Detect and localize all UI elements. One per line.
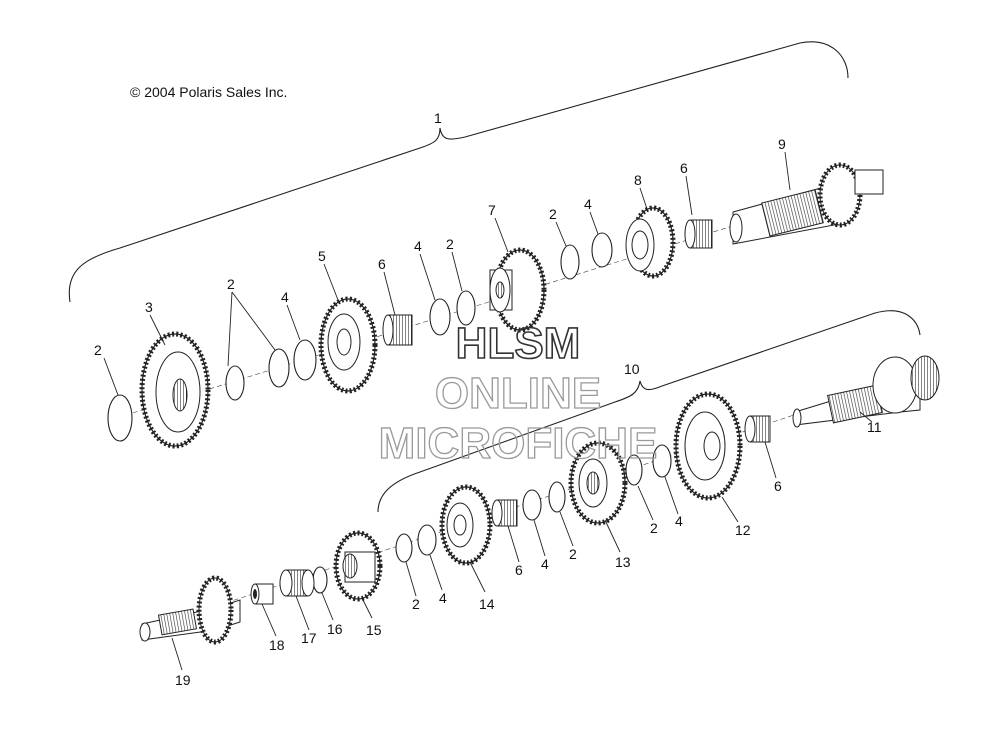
- callout-13: 13: [615, 554, 631, 570]
- callout-18: 18: [269, 637, 285, 653]
- watermark: HLSM ONLINE MICROFICHE: [378, 318, 658, 468]
- callout-2: 2: [94, 342, 102, 358]
- callout-labels: 1 2 3 2 4 5 6 4 2 7 2 4 8 6 9 10 11 6 12…: [94, 110, 882, 688]
- callout-2: 2: [227, 276, 235, 292]
- snap-ring: [456, 290, 476, 326]
- callout-4: 4: [414, 238, 422, 254]
- callout-3: 3: [145, 299, 153, 315]
- snap-ring: [395, 533, 413, 563]
- callout-11: 11: [867, 419, 882, 435]
- callout-4: 4: [281, 289, 289, 305]
- snap-ring-16: [312, 566, 328, 594]
- bracket-10: [377, 310, 921, 513]
- needle-bearing: [684, 219, 713, 249]
- snap-ring: [625, 454, 643, 486]
- watermark-line-2: ONLINE: [435, 369, 601, 418]
- callout-2: 2: [446, 236, 454, 252]
- thrust-washer: [652, 444, 672, 478]
- callout-5: 5: [318, 248, 326, 264]
- callout-7: 7: [488, 202, 496, 218]
- copyright-text: © 2004 Polaris Sales Inc.: [130, 84, 287, 100]
- callout-4: 4: [439, 590, 447, 606]
- snap-ring: [225, 365, 245, 401]
- callout-2: 2: [650, 520, 658, 536]
- needle-bearing: [744, 415, 771, 443]
- snap-ring: [548, 481, 566, 513]
- watermark-line-3: MICROFICHE: [379, 419, 658, 468]
- snap-ring: [560, 244, 580, 280]
- thrust-washer: [293, 339, 317, 381]
- callout-14: 14: [479, 596, 495, 612]
- callout-6: 6: [378, 256, 386, 272]
- gear-14: [439, 484, 493, 566]
- thrust-washer: [429, 298, 451, 336]
- callout-1: 1: [434, 110, 442, 126]
- bearing-17: [279, 569, 315, 597]
- callout-2: 2: [412, 596, 420, 612]
- gear-5: [318, 296, 378, 394]
- thrust-washer: [417, 524, 437, 556]
- callout-8: 8: [634, 172, 642, 188]
- callout-4: 4: [675, 513, 683, 529]
- needle-bearing: [382, 314, 413, 346]
- callout-2: 2: [549, 206, 557, 222]
- callout-6: 6: [680, 160, 688, 176]
- gear-12: [673, 391, 743, 501]
- leader-lines: [103, 151, 873, 671]
- needle-bearing: [491, 499, 518, 527]
- callout-2: 2: [569, 546, 577, 562]
- bracket-1: [68, 41, 849, 303]
- watermark-line-1: HLSM: [456, 319, 581, 368]
- callout-4: 4: [541, 556, 549, 572]
- bushing-18: [250, 583, 274, 605]
- gear-13: [568, 440, 628, 526]
- callout-4: 4: [584, 196, 592, 212]
- shaft-19: [139, 575, 241, 645]
- callout-16: 16: [327, 621, 343, 637]
- gear-15: [333, 530, 383, 602]
- gear-3: [139, 331, 211, 449]
- callout-6: 6: [515, 562, 523, 578]
- gear-7: [489, 247, 547, 333]
- snap-ring: [107, 394, 133, 442]
- callout-15: 15: [366, 622, 382, 638]
- callout-10: 10: [624, 361, 640, 377]
- callout-12: 12: [735, 522, 751, 538]
- gear-8: [625, 205, 676, 279]
- shaft-11: [792, 355, 940, 428]
- callout-19: 19: [175, 672, 191, 688]
- callout-17: 17: [301, 630, 317, 646]
- shaft-9: [729, 162, 884, 245]
- snap-ring: [268, 348, 290, 388]
- thrust-washer: [591, 232, 613, 268]
- callout-9: 9: [778, 136, 786, 152]
- thrust-washer: [522, 489, 542, 521]
- callout-6: 6: [774, 478, 782, 494]
